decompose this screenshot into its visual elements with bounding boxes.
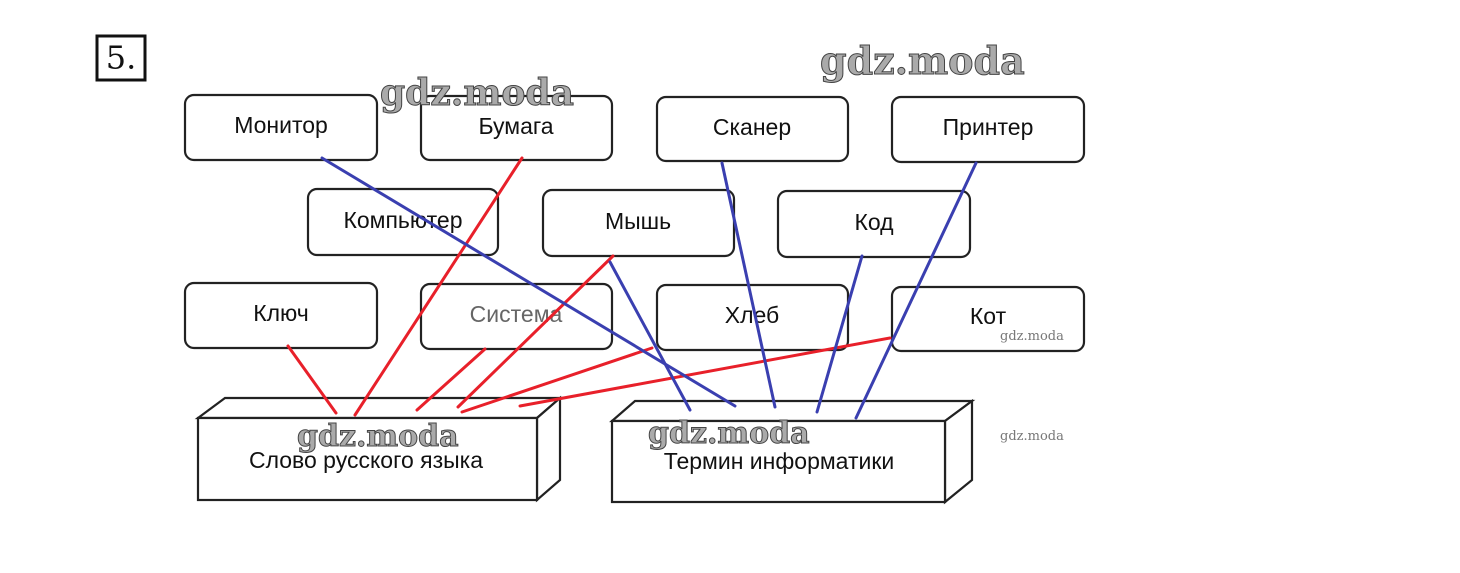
link-mysh xyxy=(456,254,615,409)
link-hleb xyxy=(460,346,654,414)
task-number: 5. xyxy=(95,34,147,82)
word-box-sistema[interactable]: Система xyxy=(419,282,614,351)
link-printer xyxy=(854,161,978,420)
link-bumaga xyxy=(353,156,524,417)
word-box-kod[interactable]: Код xyxy=(776,189,972,259)
word-box-skaner[interactable]: Сканер xyxy=(655,95,850,163)
word-box-mysh[interactable]: Мышь xyxy=(541,188,736,258)
svg-text:Кот: Кот xyxy=(970,303,1007,329)
svg-text:Компьютер: Компьютер xyxy=(343,207,462,233)
svg-text:Монитор: Монитор xyxy=(234,112,328,138)
watermark: gdz.moda xyxy=(297,419,459,454)
link-sistema xyxy=(415,347,487,412)
watermark: gdz.moda xyxy=(648,416,810,451)
category-box-informatics[interactable]: Термин информатики xyxy=(609,398,976,505)
svg-text:Термин информатики: Термин информатики xyxy=(664,448,895,474)
watermark: gdz.moda xyxy=(380,72,574,114)
svg-text:Система: Система xyxy=(470,301,563,327)
svg-text:Ключ: Ключ xyxy=(253,300,309,326)
link-mysh-blue xyxy=(608,260,692,412)
russian-links xyxy=(286,156,892,417)
svg-text:Мышь: Мышь xyxy=(605,208,671,234)
svg-text:Принтер: Принтер xyxy=(943,114,1034,140)
word-box-kot[interactable]: Кот xyxy=(890,285,1086,353)
svg-text:Сканер: Сканер xyxy=(713,114,791,140)
watermark: gdz.moda xyxy=(820,38,1025,83)
word-box-kompyuter[interactable]: Компьютер xyxy=(306,187,500,257)
link-kod xyxy=(815,254,864,414)
informatics-links xyxy=(320,156,978,420)
link-kot xyxy=(518,336,892,408)
svg-text:Слово русского языка: Слово русского языка xyxy=(249,447,483,473)
watermark: gdz.moda xyxy=(1000,429,1064,444)
svg-text:5.: 5. xyxy=(106,39,137,77)
word-box-monitor[interactable]: Монитор xyxy=(183,93,379,162)
word-box-bumaga[interactable]: Бумага xyxy=(419,94,614,162)
watermark: gdz.moda xyxy=(1000,329,1064,344)
svg-text:Бумага: Бумага xyxy=(478,113,553,139)
word-box-hleb[interactable]: Хлеб xyxy=(655,283,850,352)
link-skaner xyxy=(720,161,777,409)
svg-text:Код: Код xyxy=(854,209,894,235)
word-box-printer[interactable]: Принтер xyxy=(890,95,1086,164)
category-box-russian[interactable]: Слово русского языка xyxy=(194,395,563,503)
word-box-klyuch[interactable]: Ключ xyxy=(183,281,379,350)
link-klyuch xyxy=(286,344,338,415)
